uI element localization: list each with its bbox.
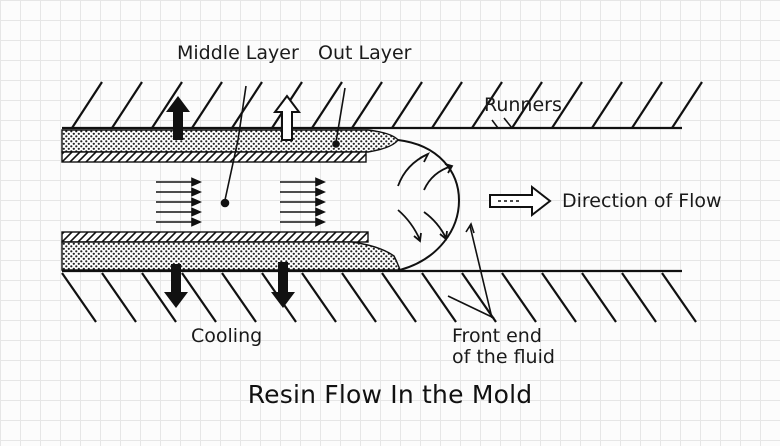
label-front-end-line2: of the fluid: [452, 346, 555, 368]
upper-hatch-stroke: [591, 81, 623, 129]
lower-hatch-stroke: [581, 272, 617, 323]
lower-out-layer: [61, 241, 401, 271]
flow-arrow-head: [191, 177, 202, 187]
lower-hatch-stroke: [501, 272, 537, 323]
flow-arrow-head: [191, 217, 202, 227]
lower-hatch-stroke: [621, 272, 657, 323]
diagram-title: Resin Flow In the Mold: [247, 380, 533, 409]
fountain-flow-arrows: [397, 151, 454, 243]
upper-hatch-stroke: [471, 81, 503, 129]
flow-arrow-head: [315, 187, 326, 197]
flow-arrows-right: [280, 177, 326, 227]
cooling-arrow-up-2: [273, 94, 301, 141]
upper-hatch-stroke: [511, 81, 543, 129]
upper-hatch-stroke: [71, 81, 103, 129]
lower-hatch-stroke: [661, 272, 697, 323]
flow-arrows-left: [156, 177, 202, 227]
lower-hatch-stroke: [341, 272, 377, 323]
label-cooling: Cooling: [191, 325, 263, 347]
flow-arrow-head: [315, 177, 326, 187]
upper-hatch-stroke: [111, 81, 143, 129]
upper-hatch-stroke: [431, 81, 463, 129]
upper-hatch-stroke: [391, 81, 423, 129]
lower-hatch-stroke: [421, 272, 457, 323]
upper-hatch-stroke: [231, 81, 263, 129]
lower-hatch-stroke: [141, 272, 177, 323]
upper-hatch-stroke: [311, 81, 343, 129]
flow-arrow-head: [191, 207, 202, 217]
lower-hatch-stroke: [301, 272, 337, 323]
cooling-arrow-up-1: [166, 96, 190, 140]
upper-hatch-stroke: [151, 81, 183, 129]
flow-front-curve: [397, 139, 460, 271]
upper-hatch-stroke: [631, 81, 663, 129]
lower-hatch-stroke: [381, 272, 417, 323]
label-out-layer: Out Layer: [318, 42, 412, 64]
upper-mold-wall: [62, 81, 703, 130]
flow-arrow-head: [315, 197, 326, 207]
label-front-end-line1: Front end: [452, 325, 542, 347]
upper-hatch-stroke: [191, 81, 223, 129]
flow-arrow-head: [191, 197, 202, 207]
upper-hatch-stroke: [551, 81, 583, 129]
upper-middle-layer: [61, 151, 367, 163]
lower-hatch-stroke: [101, 272, 137, 323]
lower-mold-wall: [61, 269, 697, 323]
lower-middle-layer: [61, 231, 369, 243]
lower-hatch-stroke: [61, 272, 97, 323]
flow-arrow-head: [315, 217, 326, 227]
direction-arrow-icon: [489, 184, 552, 218]
leader-lines: [220, 85, 513, 319]
cooling-arrow-down-2: [271, 262, 295, 308]
flow-arrow-head: [191, 187, 202, 197]
label-direction-of-flow: Direction of Flow: [562, 190, 722, 212]
cooling-arrow-down-1: [164, 264, 188, 308]
label-runners: Runners: [484, 94, 562, 116]
upper-hatch-stroke: [351, 81, 383, 129]
flow-arrow-head: [315, 207, 326, 217]
upper-out-layer: [61, 129, 399, 153]
lower-hatch-stroke: [541, 272, 577, 323]
label-middle-layer: Middle Layer: [177, 42, 299, 64]
lower-hatch-stroke: [221, 272, 257, 323]
upper-hatch-stroke: [671, 81, 703, 129]
lower-hatch-stroke: [181, 272, 217, 323]
